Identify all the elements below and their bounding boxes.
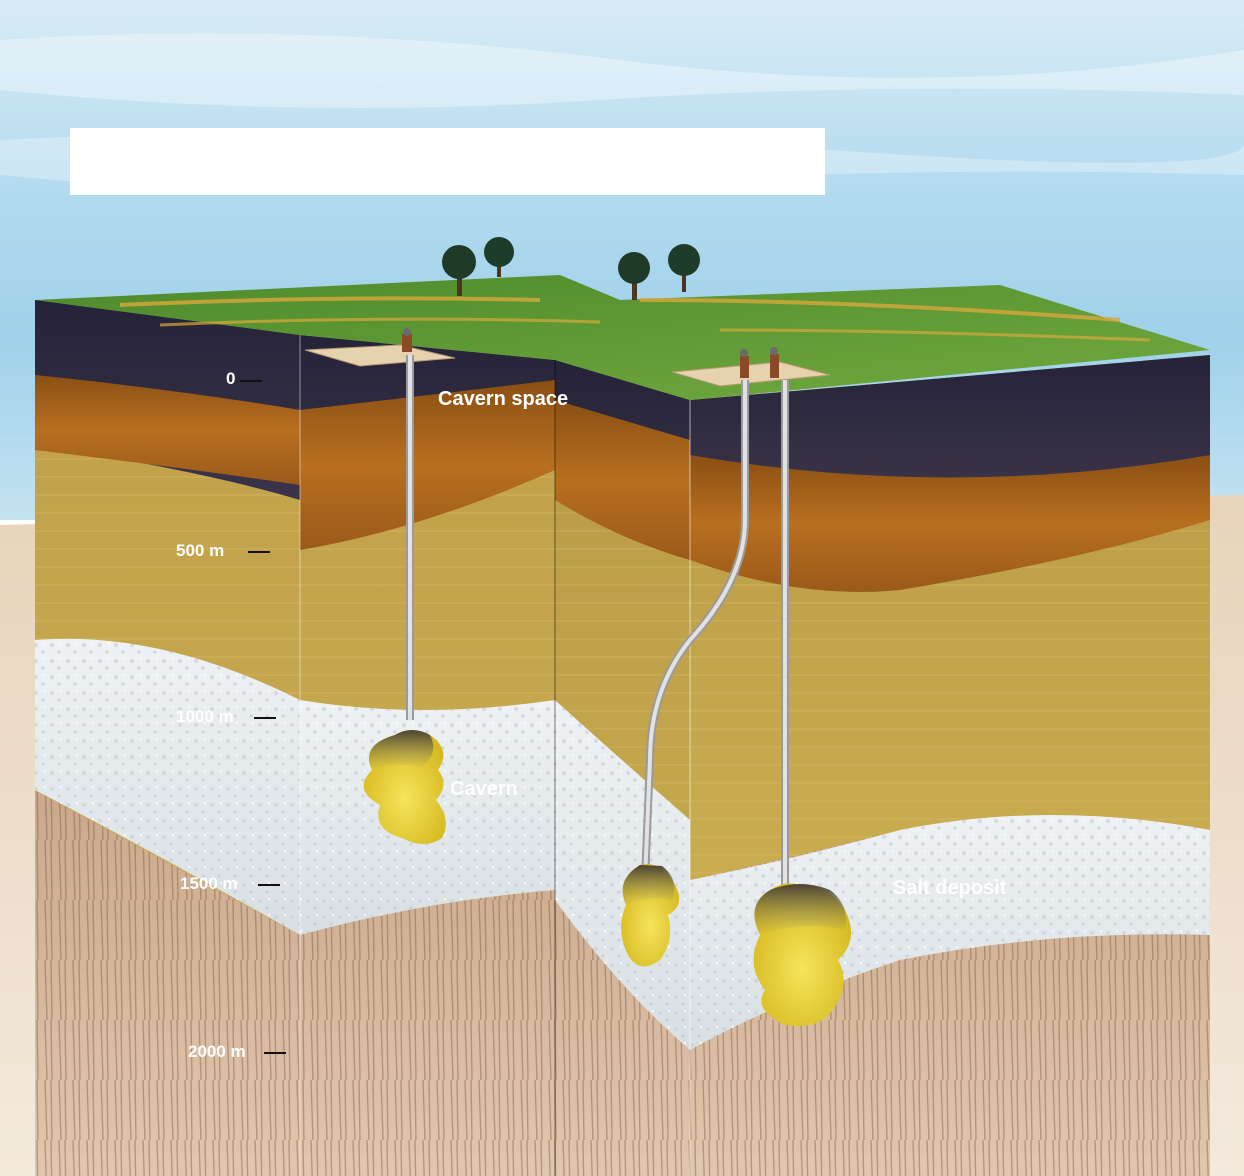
cavern-shape [363, 730, 446, 844]
cavern-shape [753, 883, 852, 1026]
label-cavern: Cavern [450, 778, 518, 800]
well-pad [671, 347, 831, 387]
label-salt-deposit: Salt deposit [893, 877, 1007, 899]
well-pad [304, 328, 456, 367]
title-box [70, 128, 825, 195]
cavern-shape [620, 864, 680, 967]
depth-label-2000: 2000 m [188, 1042, 246, 1061]
grass-surface [35, 275, 1210, 400]
tree-icon [618, 244, 700, 300]
tree-icon [442, 237, 514, 296]
cloud-band [0, 33, 1244, 109]
left-front-face [35, 300, 300, 1176]
depth-label-500: 500 m [176, 541, 224, 560]
right-face [690, 355, 1210, 1176]
depth-label-0: 0 [226, 369, 235, 388]
notch-face [555, 360, 690, 1176]
borehole-pipe [641, 380, 749, 881]
depth-label-1000: 1000 m [176, 707, 234, 726]
label-cavern-space: Cavern space [438, 388, 568, 410]
depth-scale: 0 500 m 1000 m 1500 m 2000 m [176, 369, 286, 1061]
depth-label-1500: 1500 m [180, 874, 238, 893]
